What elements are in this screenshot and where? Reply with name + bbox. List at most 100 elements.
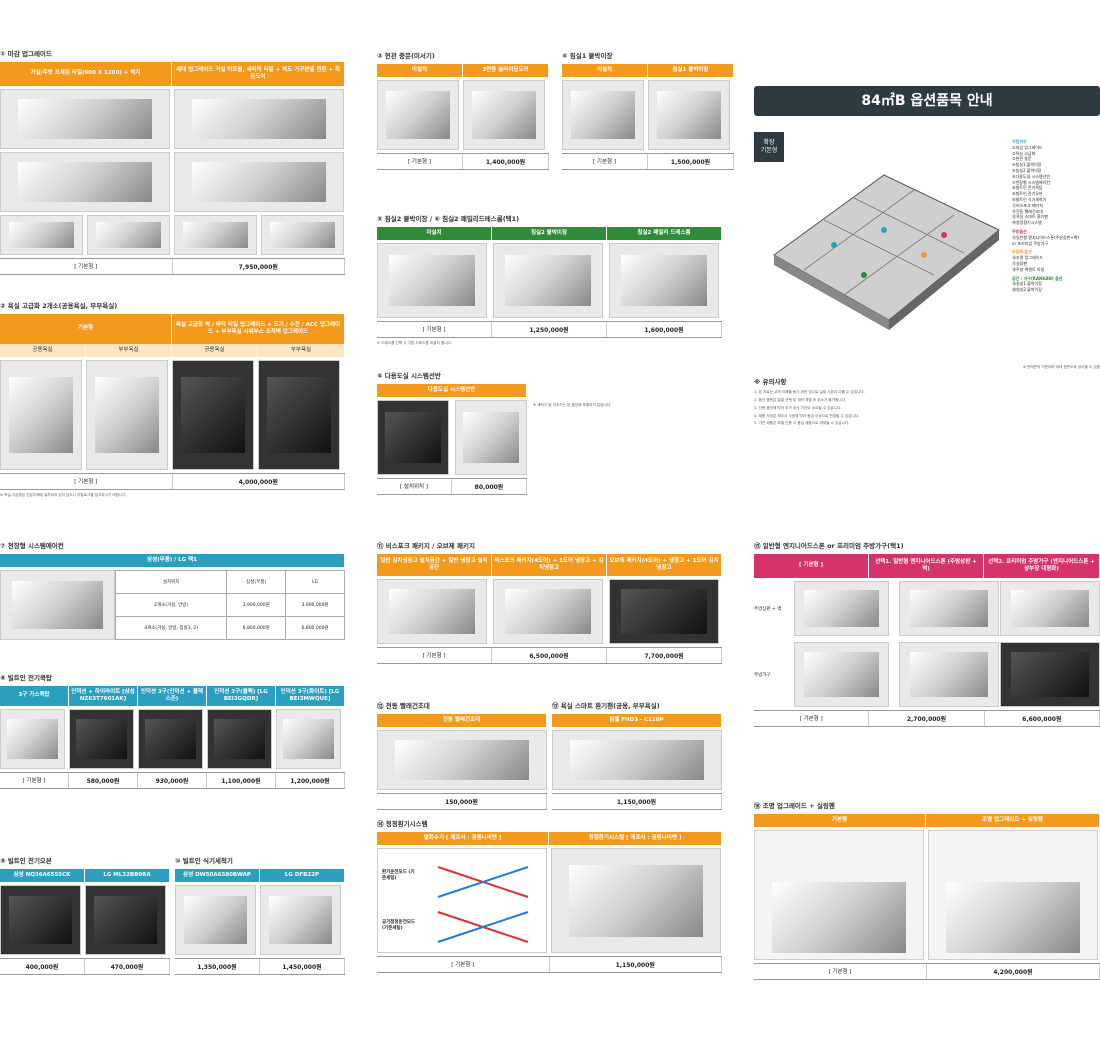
price: 4,200,000원: [927, 964, 1100, 980]
price: 80,000원: [452, 479, 527, 495]
bathroom-image: [86, 360, 168, 471]
legend-item: ⑤침실2 붙박이장: [1012, 167, 1042, 173]
col-header: 청정환기시스템 [ 제조사 : 경동나비엔 ]: [549, 832, 722, 846]
legend-item: ①마감 업그레이드: [1012, 144, 1043, 150]
cooktop-image: [276, 709, 341, 769]
bathroom-image: [258, 360, 340, 471]
price: 1,450,000원: [260, 959, 345, 975]
bathroom-image: [172, 360, 254, 471]
fridge-image: [493, 579, 603, 644]
section-title: ⑥ 다용도실 시스템선반: [377, 372, 441, 380]
legend-title: 주방옵션: [1012, 228, 1027, 234]
legend-item: ⑲침실1 붙박이장: [1012, 281, 1042, 287]
ventilation-system-image: [551, 848, 721, 954]
mode-label: 공기청정운전모드 (기준세팅): [382, 920, 416, 932]
section-finish-upgrade: ① 마감 업그레이드 거실/주방 포세린 타일(600 X 1200) + 벽지…: [0, 48, 345, 275]
footnote: ※ 세탁기 및 건조기는 본 옵션에 포함되지 않습니다.: [533, 403, 612, 408]
floorplan-3d: [764, 135, 1004, 350]
legend-item: ⑯조명 업그레이드: [1012, 255, 1044, 261]
legend-item: ⑦천장형 시스템에어컨: [1012, 179, 1050, 185]
table-cell: 6,800,000원: [285, 616, 345, 641]
legend-item: ⑧빌트인 전기쿡탑: [1012, 185, 1043, 191]
closet-image: [562, 80, 644, 151]
option-legend: 가전가구 ①마감 업그레이드 ②욕실 고급화 ③현관 중문 ④침실1 붙박이장 …: [1012, 136, 1100, 293]
legend-item: ③현관 중문: [1012, 156, 1032, 162]
bedroom2-image: [609, 243, 719, 319]
section-utility-shelf: ⑥ 다용도실 시스템선반 다용도실 시스템선반 ※ 세탁기 및 건조기는 본 옵…: [377, 370, 722, 496]
col-header: 미설치: [562, 64, 648, 78]
col-header: 삼성 DW50A6580BWAP: [175, 869, 260, 883]
price: 6,500,000원: [492, 648, 607, 663]
countertop-image: [1000, 581, 1100, 636]
section-cooktop: ⑧ 빌트인 전기쿡탑 3구 가스쿡탑 인덕션 + 하이라이트 [삼성 NZ63T…: [0, 672, 345, 789]
kitchen-cabinet-image: [794, 642, 889, 707]
section-bedroom1-closet: ④ 침실1 붙박이장 미설치 침실1 붙박이장 [ 기본형 ] 1,500,00…: [562, 50, 734, 171]
table-cell: 3,900,000원: [226, 593, 287, 618]
price: 930,000원: [138, 773, 207, 788]
legend-title: 가전가구: [1012, 139, 1027, 144]
price: 150,000원: [377, 794, 547, 810]
col-header: 인덕션 3구(인덕션 + 플렉스존): [138, 686, 207, 706]
price: 6,600,000원: [985, 711, 1100, 726]
legend-title: 마감재 옵션: [1012, 249, 1032, 255]
table-cell: 2개소(거실, 안방): [114, 593, 228, 618]
basic-floorplan-image: [0, 89, 170, 149]
col-header: 오브제 패키지(4도어) + 냉장고 + 1도어 김치냉장고: [607, 554, 722, 576]
table-header: LG: [285, 570, 345, 595]
legend-item: ⑨빌트인 전기오븐: [1012, 191, 1043, 197]
fridge-image: [609, 579, 719, 644]
legend-item: or 프리미엄 주방가구: [1012, 240, 1049, 246]
section-title: ⑬ 욕실 스마트 환기팬(공용, 부부욕실): [552, 702, 660, 710]
upgrade-detail-image: [174, 215, 257, 255]
price: 4,000,000원: [173, 474, 345, 490]
col-header: 미설치: [377, 64, 463, 78]
section-title: ④ 침실1 붙박이장: [562, 52, 613, 60]
kitchen-cabinet-image: [899, 642, 999, 707]
bedroom2-image: [377, 243, 487, 319]
basic-interior-image: [0, 152, 170, 212]
table-cell: 6,800,000원: [226, 616, 287, 641]
col-header: 인덕션 3구(화이트) [LG BEI3MWQUE]: [276, 686, 345, 706]
section-title: ② 욕실 고급화 2개소(공용욕실, 부부욕실): [0, 302, 118, 310]
price: 7,700,000원: [607, 648, 722, 663]
section-title: ⑫ 전동 빨래건조대: [377, 702, 430, 710]
col-header: 인덕션 3구(블랙) [LG BEI3GQDR]: [207, 686, 276, 706]
col-header: 침실1 붙박이장: [648, 64, 734, 78]
row-label: 주방가구: [754, 672, 771, 678]
cooktop-image: [138, 709, 203, 769]
cooktop-image: [69, 709, 134, 769]
col-header: 선택1. 일반형 엔지니어드스톤 (주방상판 + 벽): [869, 554, 984, 578]
notice-line: 4. 제품 사양은 제조사 사정에 따라 동급 이상으로 변경될 수 있습니다.: [754, 413, 860, 418]
basic-label: [ 기본형 ]: [0, 474, 173, 490]
basic-label: [ 기본형 ]: [754, 711, 870, 726]
col-header: 전동 빨래건조대: [377, 714, 547, 728]
lighting-basic-plan: [754, 830, 924, 961]
basic-label: [ 기본형 ]: [0, 773, 69, 788]
price: 580,000원: [69, 773, 138, 788]
legend-item: ⑫전동 빨래건조대: [1012, 208, 1044, 214]
price: 7,950,000원: [173, 259, 345, 274]
col-header: 부부욕실: [86, 344, 172, 358]
page-title: 84㎡B 옵션품목 안내: [754, 86, 1100, 116]
basic-label: [ 설치위치 ]: [377, 479, 452, 495]
col-header: 부부욕실: [258, 344, 345, 358]
section-title: ⑩ 빌트인 식기세척기: [175, 857, 233, 865]
legend-item: ⑥다용도실 시스템선반: [1012, 173, 1050, 179]
bathroom-image: [0, 360, 82, 471]
cooktop-image: [207, 709, 272, 769]
notice-section: ※ 유의사항 1. 본 자료는 고객 이해를 돕기 위한 것으로 실제 시공과 …: [754, 376, 1100, 426]
basic-header: 기본형: [0, 314, 172, 344]
section-bathroom-upgrade: ② 욕실 고급화 2개소(공용욕실, 부부욕실) 기본형 욕실 고급화 벽 / …: [0, 300, 345, 498]
basic-detail-image: [0, 215, 83, 255]
legend-item: ⑭청정환기시스템: [1012, 220, 1042, 226]
cooktop-image: [0, 709, 65, 769]
section-aircon: ⑦ 천장형 시스템에어컨 삼성(무풍) / LG 택1 설치위치 삼성(무풍) …: [0, 540, 345, 641]
basic-label: [ 기본형 ]: [377, 154, 463, 170]
price: 1,200,000원: [276, 773, 345, 788]
price: 1,250,000원: [492, 322, 607, 338]
section-lighting: ⑯ 조명 업그레이드 + 실링팬 기본형 조명 업그레이드 + 실링팬 [ 기본…: [754, 800, 1100, 981]
section-title: ⑮ 일반형 엔지니어드스톤 or 프리미엄 주방가구(택1): [754, 542, 904, 550]
col-header: 공용욕실: [172, 344, 258, 358]
section-oven: ⑨ 빌트인 전기오븐 삼성 NQ36A6555CK LG ML32BB0RA 4…: [0, 855, 170, 976]
col-header: LG ML32BB0RA: [85, 869, 170, 883]
